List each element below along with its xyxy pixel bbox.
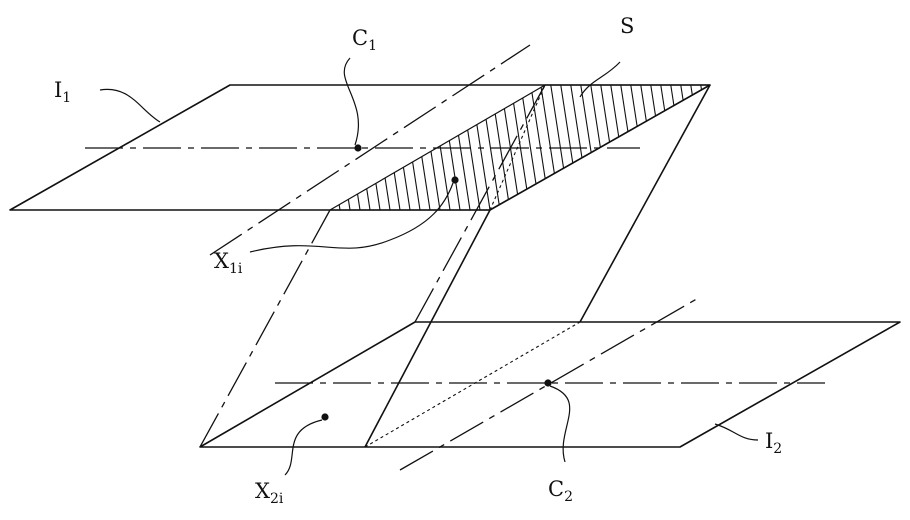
hatch-line [369, 85, 391, 210]
projection-line-mid [414, 84, 546, 323]
hatch-line [619, 85, 641, 210]
point-x1i [451, 176, 459, 184]
leader-c2 [549, 385, 571, 463]
hatch-line [419, 85, 441, 210]
hatch-line [379, 85, 401, 210]
hatch-line [499, 85, 521, 210]
hatch-line [330, 85, 331, 210]
label-i1: I1 [54, 78, 71, 106]
hatch-line [479, 85, 501, 210]
hatch-line [330, 85, 341, 210]
leader-x2i [284, 419, 323, 476]
hatch-line [489, 85, 511, 210]
hatch-line [409, 85, 431, 210]
label-i2: I2 [765, 429, 782, 457]
hatch-line [559, 85, 581, 210]
hatch-line [539, 85, 561, 210]
region-s-hatch [300, 80, 760, 210]
hatch-line [449, 85, 471, 210]
label-c1: C1 [352, 26, 377, 54]
hatch-line [330, 85, 351, 210]
point-x2i [321, 413, 329, 421]
label-s: S [620, 14, 634, 38]
projection-edge-back [579, 84, 711, 323]
axis-top-diagonal [209, 44, 531, 256]
hatch-line [579, 85, 601, 210]
hatch-line [529, 85, 551, 210]
hatch-line [459, 85, 481, 210]
hatch-line [300, 80, 320, 210]
hatch-line [679, 85, 701, 210]
label-c2: C2 [548, 477, 573, 505]
hatch-line [689, 85, 710, 210]
hatch-line [740, 80, 760, 210]
hatch-line [720, 80, 740, 210]
hatch-line [549, 85, 571, 210]
hatch-line [639, 85, 661, 210]
hatch-line [609, 85, 631, 210]
point-c1 [354, 144, 362, 152]
label-x1i: X1i [214, 249, 243, 277]
hatch-line [709, 85, 710, 210]
projection-edge-front [364, 209, 491, 448]
point-c2 [544, 379, 552, 387]
projection-line-left [199, 209, 331, 448]
hatch-line [569, 85, 591, 210]
leader-i2 [714, 423, 759, 441]
hatch-line [399, 85, 421, 210]
leader-c1 [343, 57, 360, 146]
plane-bottom-outline [199, 321, 901, 448]
hatch-line [589, 85, 611, 210]
hatch-line [429, 85, 451, 210]
hatch-line [669, 85, 691, 210]
hatch-line [389, 85, 411, 210]
leader-x1i [249, 182, 454, 253]
leader-i1 [99, 88, 161, 123]
hatch-line [730, 80, 750, 210]
hatch-line [699, 85, 710, 210]
label-x2i: X2i [255, 479, 284, 507]
hatch-line [629, 85, 651, 210]
leader-s [579, 61, 621, 98]
hidden-line-top [489, 84, 546, 211]
